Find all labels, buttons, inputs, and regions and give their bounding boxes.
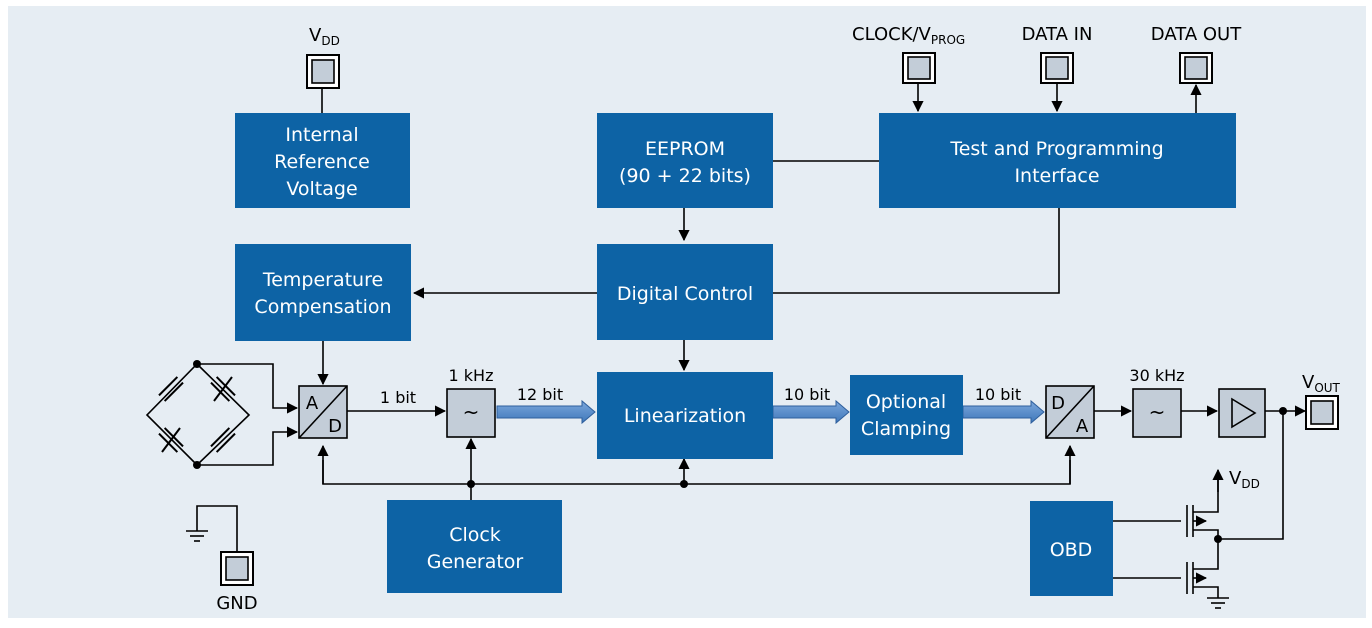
wires bbox=[145, 83, 1307, 609]
lowpass-filter-1: ~ bbox=[446, 388, 496, 438]
eeprom-block: EEPROM (90 + 22 bits) bbox=[597, 113, 773, 208]
pad-clock bbox=[902, 52, 936, 84]
temp-comp-line2: Compensation bbox=[254, 296, 391, 318]
da-top-letter: D bbox=[1051, 393, 1065, 414]
bus-arrow-10bit-a bbox=[772, 399, 850, 425]
digital-control-block: Digital Control bbox=[597, 244, 773, 340]
pin-label-clock-vprog: CLOCK/VPROG bbox=[852, 24, 965, 47]
internal-reference-block: Internal Reference Voltage bbox=[235, 113, 410, 208]
obd-block: OBD bbox=[1030, 501, 1113, 596]
signal-label-30khz: 30 kHz bbox=[1129, 366, 1184, 385]
signal-label-10bit-a: 10 bit bbox=[784, 385, 830, 404]
pin-label-vdd-obd: VDD bbox=[1229, 468, 1260, 491]
internal-reference-line1: Internal bbox=[285, 124, 358, 146]
ad-top-letter: A bbox=[306, 393, 319, 414]
signal-label-1bit: 1 bit bbox=[380, 388, 416, 407]
filter-1-symbol: ~ bbox=[463, 400, 480, 424]
clock-gen-line1: Clock bbox=[449, 524, 501, 546]
digital-control-label: Digital Control bbox=[617, 283, 753, 305]
clock-generator-block: Clock Generator bbox=[387, 500, 562, 593]
clock-gen-line2: Generator bbox=[427, 551, 524, 573]
da-bottom-letter: A bbox=[1076, 416, 1089, 437]
pad-data-out bbox=[1179, 52, 1213, 84]
lowpass-filter-2: ~ bbox=[1132, 388, 1182, 438]
pin-label-gnd: GND bbox=[216, 593, 257, 614]
pad-data-in bbox=[1040, 52, 1074, 84]
clamping-line1: Optional bbox=[866, 391, 946, 413]
pin-label-vdd: VDD bbox=[309, 25, 340, 48]
internal-reference-line3: Voltage bbox=[286, 178, 357, 200]
ad-converter: A D bbox=[298, 385, 348, 439]
clamping-line2: Clamping bbox=[861, 418, 951, 440]
obd-label: OBD bbox=[1050, 539, 1093, 561]
output-amplifier bbox=[1218, 388, 1266, 438]
pin-label-data-out: DATA OUT bbox=[1151, 24, 1242, 45]
bus-arrow-10bit-b bbox=[962, 399, 1045, 425]
test-interface-line2: Interface bbox=[1014, 165, 1099, 187]
linearization-block: Linearization bbox=[597, 372, 773, 459]
eeprom-line2: (90 + 22 bits) bbox=[619, 165, 751, 187]
pad-vdd bbox=[306, 54, 340, 89]
eeprom-line1: EEPROM bbox=[645, 138, 725, 160]
internal-reference-line2: Reference bbox=[274, 151, 370, 173]
pad-vout bbox=[1305, 395, 1339, 430]
test-programming-interface-block: Test and Programming Interface bbox=[879, 113, 1236, 208]
linearization-label: Linearization bbox=[624, 405, 746, 427]
test-interface-line1: Test and Programming bbox=[949, 138, 1163, 160]
ad-bottom-letter: D bbox=[328, 416, 342, 437]
pin-label-vout: VOUT bbox=[1302, 372, 1341, 395]
bus-arrow-12bit bbox=[496, 399, 596, 425]
pad-gnd bbox=[220, 551, 254, 586]
optional-clamping-block: Optional Clamping bbox=[850, 375, 963, 455]
da-converter: D A bbox=[1045, 385, 1095, 439]
temp-comp-line1: Temperature bbox=[262, 269, 383, 291]
bus-arrows bbox=[496, 399, 1045, 425]
temperature-compensation-block: Temperature Compensation bbox=[235, 244, 411, 341]
filter-2-symbol: ~ bbox=[1149, 400, 1166, 424]
signal-label-10bit-b: 10 bit bbox=[975, 385, 1021, 404]
signal-label-1khz: 1 kHz bbox=[449, 366, 494, 385]
bridge-capacitors bbox=[158, 376, 236, 453]
pin-label-data-in: DATA IN bbox=[1022, 24, 1093, 45]
signal-label-12bit: 12 bit bbox=[517, 385, 563, 404]
